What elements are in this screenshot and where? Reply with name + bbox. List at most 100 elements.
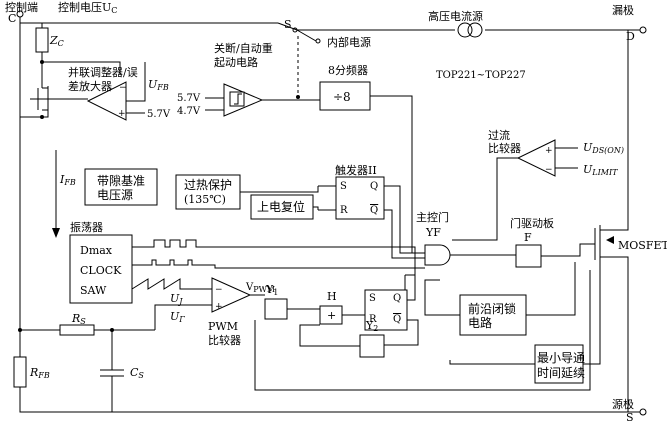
rs-label: RS [71, 312, 86, 326]
min-on-to-mosfet [583, 262, 601, 365]
ff2-qbar: Q [370, 205, 378, 216]
thermal-label-1: 过热保护 [184, 178, 232, 192]
y2-gate [359, 334, 385, 358]
bandgap-reference [84, 168, 158, 206]
y2-to-h [299, 324, 360, 347]
y2-label: Y2 [365, 319, 378, 333]
ff2-q-to-gate [384, 185, 425, 254]
h-plus: + [327, 309, 336, 322]
thermal-protection [175, 174, 241, 210]
node-rs [18, 328, 22, 332]
drain-pin-label: D [626, 30, 635, 43]
switch-arm [296, 29, 317, 42]
hv-current-source-ring [467, 22, 483, 38]
vpwm-label: VPWM [245, 282, 275, 294]
control-pin-label: C [8, 12, 16, 25]
error-amp-input-feed [126, 62, 146, 102]
switch-label: S [284, 18, 292, 31]
thermal-to-ff [258, 186, 319, 193]
min-on-label-2: 时间延续 [537, 366, 585, 380]
pwm-flip-flop [364, 289, 408, 331]
main-gate-label: 主控门 [416, 210, 449, 224]
flip-flop-2 [335, 176, 385, 220]
y1-label: Y1 [265, 283, 278, 297]
uj-label: UJ [170, 292, 183, 306]
divider-to-gate [370, 95, 425, 254]
pwm-plus [154, 304, 212, 330]
thermal-label-2: (135℃) [184, 193, 226, 206]
zc-to-opamp [41, 52, 121, 75]
zc-resistor [35, 27, 49, 53]
bottom-feedback [254, 270, 591, 391]
rfb-label: RFB [29, 366, 50, 380]
ufb-label: UFB [148, 78, 169, 92]
model-label: TOP221~TOP227 [436, 70, 526, 81]
opamp-plus: + [118, 109, 126, 119]
source-pin-label: S [626, 411, 634, 423]
ref-5v7-b: 5.7V [177, 93, 201, 104]
ff-q-to-gate [407, 267, 425, 301]
oc-label-1: 过流 [488, 128, 510, 142]
hv-source-label: 高压电流源 [428, 9, 483, 23]
left-bus [19, 17, 628, 413]
opamp-minus: − [119, 83, 127, 93]
oc-plus: + [545, 146, 553, 156]
oscillator [69, 234, 133, 304]
oc-out [452, 157, 518, 241]
drain-terminal [639, 26, 647, 34]
shunt-label-1: 并联调整器/误 [68, 65, 138, 79]
ff2-q: Q [370, 181, 378, 192]
dmax-label: Dmax [80, 244, 113, 257]
divider-title: 8分频器 [328, 63, 368, 77]
pwm-plus-sign: + [215, 302, 223, 312]
cs-capacitor [100, 330, 124, 412]
cs-label: CS [130, 366, 144, 380]
internal-supply-label: 内部电源 [327, 35, 371, 49]
rfb-resistor [13, 356, 27, 388]
shunt-drain [20, 110, 49, 118]
y1-gate [264, 298, 288, 320]
pwm-label-2: 比较器 [208, 333, 241, 347]
ulimit-label: ULIMIT [583, 163, 618, 177]
drain-label: 漏极 [612, 3, 634, 17]
control-voltage-label: 控制电压UC [58, 0, 117, 15]
por-to-ff [313, 206, 319, 210]
mosfet-arrow [606, 236, 614, 244]
driver-to-mosfet [541, 243, 595, 257]
node-shutdown [296, 95, 300, 99]
ff2-s: S [340, 181, 347, 192]
control-end-label: 控制端 [5, 0, 38, 14]
ur-label: UΓ [170, 310, 185, 324]
overcurrent-comparator [516, 139, 556, 177]
gate-driver-f [515, 244, 542, 268]
leb-label-1: 前沿闭锁 [468, 301, 516, 316]
divide-by-8 [319, 81, 371, 111]
uds-label: UDS(ON) [583, 141, 624, 155]
ff-s: S [369, 293, 376, 304]
shutdown-inputs [205, 97, 224, 111]
hv-current-source [457, 22, 473, 38]
ff-r: R [369, 314, 377, 325]
ff-qbar: Q [393, 314, 401, 325]
bandgap-label-1: 带隙基准 [97, 174, 145, 188]
node-shunt [40, 115, 44, 119]
shunt-label-2: 差放大器 [68, 79, 112, 93]
pwm-minus-sign: − [215, 285, 223, 295]
divider-text: ÷8 [333, 90, 351, 104]
pwm-comparator [211, 277, 252, 313]
zc-label: ZC [49, 34, 64, 48]
oc-label-2: 比较器 [488, 141, 521, 155]
ref-5v7-a: 5.7V [147, 109, 171, 120]
oscillator-label: 振荡器 [70, 220, 103, 234]
dmax-waveform [132, 239, 225, 248]
leading-edge-blanking [459, 294, 527, 336]
ff-qbar-to-y2 [384, 319, 419, 346]
h-label: H [327, 290, 337, 303]
mosfet-drain-source [600, 170, 629, 412]
mosfet-label: MOSFET [618, 239, 667, 252]
main-gate-yf [424, 244, 451, 266]
dmax-line [225, 246, 416, 276]
hysteresis-trace [234, 93, 242, 105]
